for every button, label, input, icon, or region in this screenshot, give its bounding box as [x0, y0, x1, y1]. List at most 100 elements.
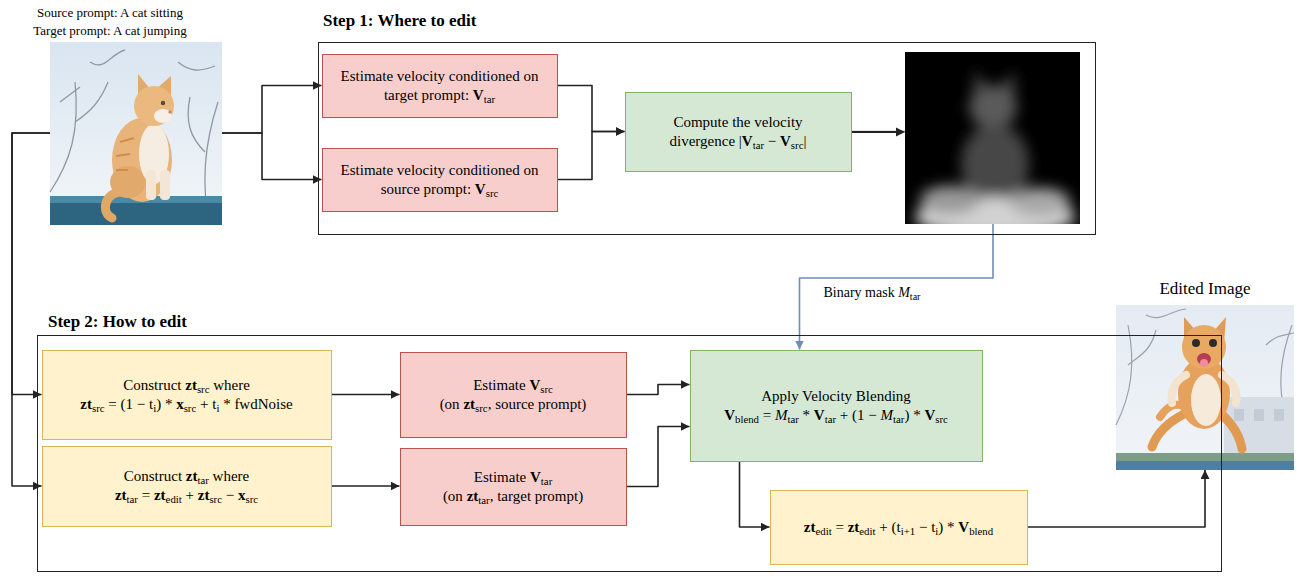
tree-branches-part	[50, 82, 76, 192]
text-run: edit	[816, 525, 832, 537]
box-text: ztsrc = (1 − ti) * xsrc + ti * fwdNoise	[80, 395, 292, 414]
edge-label: Binary mask Mtar	[822, 284, 923, 301]
text-run: tar	[197, 474, 208, 486]
text-run: tar	[478, 494, 489, 506]
heatmap-glow-part	[920, 186, 980, 214]
box-text: ztedit = ztedit + (ti+1 − ti) * Vblend	[804, 518, 993, 537]
heatmap-arrowhead	[896, 128, 905, 137]
text-run: tar	[910, 291, 921, 302]
connector	[740, 462, 770, 528]
process-box: ztedit = ztedit + (ti+1 − ti) * Vblend	[770, 490, 1028, 565]
text-run: + (1 −	[836, 407, 880, 423]
text-run: Step 1: Where to edit	[323, 11, 476, 30]
text-run: src	[92, 402, 105, 414]
text-run: edit	[166, 493, 182, 505]
text-run: where	[209, 468, 249, 484]
text-run: =	[759, 407, 775, 423]
heading-text: Step 1: Where to edit	[323, 11, 476, 31]
text-run: t	[149, 396, 153, 412]
fur-stripes	[116, 138, 134, 170]
process-box: Estimate Vsrc(on ztsrc, source prompt)	[400, 352, 627, 438]
text-run: V	[742, 133, 753, 149]
edited-photo-part	[1274, 409, 1284, 421]
text-run: Estimate	[474, 469, 530, 485]
edited-photo-part	[1220, 413, 1242, 449]
text-run: Construct	[123, 377, 185, 393]
text-run: zt	[115, 487, 127, 503]
fur-stripes-part	[120, 138, 134, 142]
text-run: V	[814, 407, 825, 423]
fur-stripes-part	[116, 154, 130, 156]
edited-photo-part	[1116, 461, 1294, 470]
text-run: ) *	[904, 407, 924, 423]
text-run: zt	[185, 377, 197, 393]
heatmap-arrow-line	[852, 131, 898, 133]
text-run: Step 2: How to edit	[48, 312, 187, 331]
text-run: Estimate	[473, 377, 529, 393]
text-run: V	[530, 469, 541, 485]
text-run: tar	[484, 93, 495, 105]
text-run: zt	[198, 487, 210, 503]
connector	[627, 427, 690, 487]
text-run: Binary mask	[824, 285, 899, 300]
tree-branches-part	[1116, 325, 1132, 425]
text-run: V	[529, 377, 540, 393]
text-run: +	[182, 487, 198, 503]
edited-photo-part	[1116, 453, 1294, 470]
fur-stripes-part	[116, 169, 128, 171]
box-text: (on ztsrc, source prompt)	[440, 395, 587, 414]
text-run: M	[898, 285, 910, 300]
text-run: src	[475, 402, 488, 414]
tree-branches-part	[188, 97, 205, 152]
cat-photo	[50, 42, 222, 225]
box-text: Estimate velocity conditioned on target …	[337, 67, 543, 105]
text-run: tar	[893, 413, 904, 425]
text-run: zt	[848, 519, 860, 535]
text-run: src	[791, 139, 804, 151]
process-box: Estimate velocity conditioned on source …	[322, 148, 558, 212]
text-run: = (1 −	[105, 396, 149, 412]
edited-photo-part	[1192, 339, 1200, 347]
step-frame: Step 1: Where to editEstimate velocity c…	[318, 42, 1096, 235]
text-run: Estimate velocity conditioned on target …	[341, 68, 539, 103]
edited-photo-part	[1182, 325, 1226, 369]
text-run: + (	[876, 519, 897, 535]
heatmap-glow-part	[973, 70, 989, 97]
text-run: V	[475, 181, 486, 197]
text-run: Construct	[124, 468, 186, 484]
text-run: where	[209, 377, 249, 393]
connector	[332, 485, 400, 487]
box-text: zttar = ztedit + ztsrc − xsrc	[115, 486, 258, 505]
connector	[1028, 470, 1206, 527]
tree-branches-part	[1266, 333, 1294, 345]
heatmap-glow-part	[999, 72, 1015, 100]
text-run: Target prompt: A cat jumping	[33, 23, 186, 38]
text-run: , target prompt)	[490, 488, 583, 504]
heading-text: Source prompt: A cat sitting	[10, 4, 210, 21]
text-run: zt	[804, 519, 816, 535]
text-run: |	[803, 133, 806, 149]
text-run: V	[473, 87, 484, 103]
box-text: Construct ztsrc where	[123, 376, 250, 395]
tree-branches-part	[1146, 309, 1186, 318]
box-text: Apply Velocity Blending	[761, 387, 911, 406]
cat-photo-part	[50, 42, 222, 225]
text-run: x	[176, 396, 184, 412]
step-frame: Step 2: How to editConstruct ztsrc where…	[37, 335, 1222, 572]
text-run: V	[724, 407, 735, 423]
tree-branches-part	[90, 50, 125, 65]
connector	[332, 394, 400, 396]
tree-branches-part	[178, 62, 215, 70]
text-run: blend	[735, 413, 759, 425]
heatmap-glow-part	[1010, 188, 1070, 216]
box-text: Estimate velocity conditioned on source …	[337, 161, 543, 199]
text-run: V	[958, 519, 969, 535]
box-text: Construct zttar where	[124, 467, 250, 486]
cat-photo-part	[134, 86, 174, 126]
text-run: t	[212, 396, 216, 412]
text-run: (on	[440, 396, 464, 412]
velocity-heatmap	[905, 52, 1080, 224]
process-box: Apply Velocity BlendingVblend = Mtar * V…	[690, 350, 983, 462]
box-text: Estimate Vsrc	[473, 376, 553, 395]
